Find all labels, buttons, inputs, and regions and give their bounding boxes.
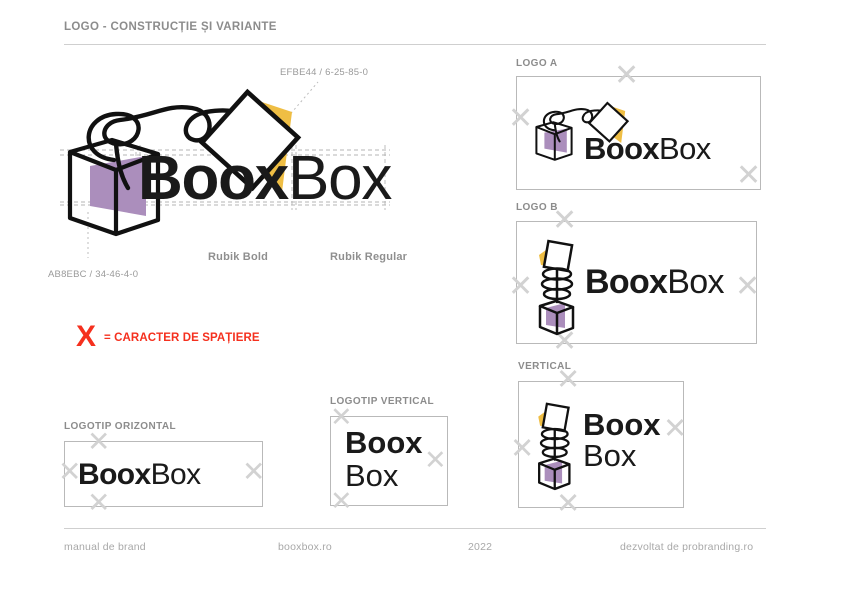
logotype-vertical-caption: LOGOTIP VERTICAL [330, 396, 434, 407]
logo-a-wordmark-bold: Boox [584, 131, 660, 166]
logotype-vertical-x-top: ✕ [330, 402, 353, 432]
page-title: LOGO - CONSTRUCȚIE ȘI VARIANTE [64, 21, 277, 33]
logo-a-caption: LOGO A [516, 58, 558, 69]
logo-a-wordmark-regular: Box [659, 131, 711, 166]
footer-credit: dezvoltat de probranding.ro [620, 541, 754, 553]
vertical-x-right: ✕ [663, 413, 688, 445]
logo-a-x-bottom: ✕ [736, 159, 762, 192]
logo-a-x-top: ✕ [614, 59, 640, 92]
logotype-vertical-x-bottom: ✕ [330, 486, 353, 516]
logo-b-x-left: ✕ [508, 270, 534, 303]
logotype-horizontal-wordmark: BooxBox [78, 460, 201, 490]
footer-divider [64, 528, 766, 529]
font-label-regular: Rubik Regular [330, 251, 408, 263]
logo-b-wordmark: BooxBox [585, 263, 725, 301]
header-divider [64, 44, 766, 45]
logotype-vertical-regular: Box [345, 458, 399, 493]
wordmark-bold-part: Boox [138, 144, 289, 213]
construction-guides [60, 145, 390, 210]
vertical-x-bottom: ✕ [556, 488, 581, 520]
diamond-outline [198, 88, 302, 192]
color-annotation-yellow: EFBE44 / 6-25-85-0 [280, 67, 369, 78]
vertical-wordmark-regular: Box [583, 438, 637, 473]
footer-manual-label: manual de brand [64, 541, 146, 553]
logotype-horizontal-x-right: ✕ [242, 456, 266, 487]
logotype-horizontal-regular: Box [150, 458, 202, 491]
logo-icon-primary [67, 88, 302, 237]
logotype-horizontal-x-left: ✕ [58, 456, 82, 487]
wordmark-regular-part: Box [288, 144, 392, 213]
logo-a-icon [535, 101, 630, 161]
vertical-x-left: ✕ [510, 433, 535, 465]
logo-b-wordmark-regular: Box [667, 263, 724, 301]
logo-a-x-left: ✕ [508, 102, 534, 135]
logo-a-wordmark: BooxBox [584, 133, 711, 164]
vertical-icon-stacked [538, 402, 571, 491]
logotype-horizontal-x-top: ✕ [87, 426, 111, 457]
footer-website: booxbox.ro [278, 541, 332, 553]
logotype-vertical-frame [330, 416, 448, 506]
logo-b-caption: LOGO B [516, 202, 558, 213]
spacing-key-x-glyph: X [76, 320, 97, 353]
logo-b-wordmark-bold: Boox [585, 263, 668, 301]
spacing-key-label: = CARACTER DE SPAȚIERE [104, 332, 260, 344]
logotype-horizontal-frame [64, 441, 263, 507]
vertical-wordmark-bold: Boox [583, 407, 661, 442]
cube-outline [67, 137, 161, 237]
logotype-horizontal-caption: LOGOTIP ORIZONTAL [64, 421, 176, 432]
logotype-vertical-x-right: ✕ [424, 445, 447, 475]
vertical-frame [518, 381, 684, 508]
vertical-caption: VERTICAL [518, 361, 572, 372]
logotype-vertical-bold: Boox [345, 425, 423, 460]
vertical-x-top: ✕ [556, 364, 581, 396]
font-label-bold: Rubik Bold [208, 251, 269, 263]
logotype-horizontal-x-bottom: ✕ [87, 487, 111, 518]
logo-b-icon-stacked [538, 239, 575, 336]
logo-wordmark-primary: BooxBox [138, 148, 392, 210]
logo-construction-diagram: BooxBox [40, 60, 460, 290]
color-annotation-purple: AB8EBC / 34-46-4-0 [48, 269, 139, 280]
footer-year: 2022 [468, 541, 493, 553]
logotype-horizontal-bold: Boox [78, 458, 151, 491]
logo-b-x-right: ✕ [735, 270, 761, 303]
logo-b-x-top: ✕ [552, 204, 578, 237]
